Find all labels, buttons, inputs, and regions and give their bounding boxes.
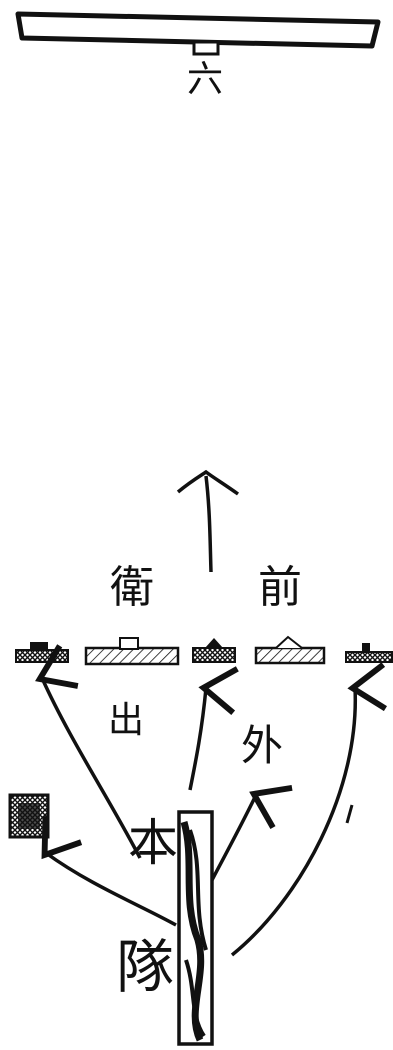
- unit-right-wide: [254, 635, 326, 665]
- flank-unit: [8, 793, 50, 839]
- unit-right-small: [345, 643, 393, 663]
- unit-left-small: [15, 642, 69, 663]
- top-bar: [15, 11, 381, 56]
- label-chu: 出: [108, 700, 145, 741]
- movement-arrows: [35, 644, 387, 957]
- unit-left-wide: [84, 637, 180, 666]
- label-dui: 隊: [116, 933, 175, 1001]
- arrow-inner-right: [210, 784, 293, 881]
- unit-center-small: [192, 638, 236, 663]
- label-wei: 衛: [110, 562, 154, 613]
- arrow-outer-right: [230, 662, 387, 957]
- arrow-to-left-unit: [35, 644, 142, 859]
- tick-mark: [345, 804, 354, 824]
- front-line: [15, 635, 393, 666]
- label-ben: 本: [128, 814, 178, 872]
- main-column: [177, 810, 214, 1046]
- label-qian: 前: [258, 562, 302, 613]
- arrow-to-flank: [41, 816, 177, 927]
- label-wai: 外: [241, 721, 284, 770]
- page-number: 六: [187, 59, 224, 100]
- advance-arrow: [176, 469, 240, 573]
- arrow-to-center-unit: [188, 666, 239, 791]
